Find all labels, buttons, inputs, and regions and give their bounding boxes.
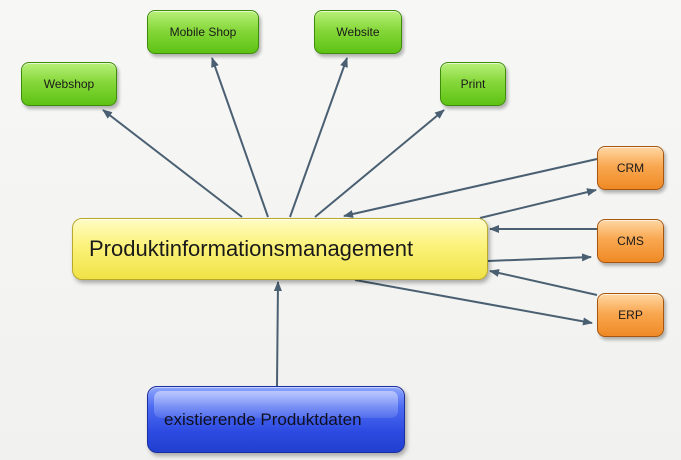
- arrow-hub-to-cms: [487, 253, 592, 262]
- node-center-label: Produktinformationsmanagement: [89, 236, 414, 261]
- node-mobile-shop[interactable]: Mobile Shop: [147, 10, 259, 54]
- node-print[interactable]: Print: [440, 62, 506, 106]
- node-print-label: Print: [460, 77, 486, 91]
- node-mobile-shop-label: Mobile Shop: [169, 25, 237, 39]
- arrow-hub-to-crm: [479, 188, 597, 219]
- arrow-hub-to-webshop: [102, 109, 243, 218]
- node-website[interactable]: Website: [314, 10, 402, 54]
- node-source-label: existierende Produktdaten: [164, 409, 362, 429]
- node-cms-label: CMS: [617, 234, 644, 248]
- arrow-crm-to-hub: [343, 158, 598, 218]
- node-erp-label: ERP: [618, 308, 643, 322]
- arrow-hub-to-print: [314, 109, 445, 218]
- arrow-hub-to-mobile-shop: [211, 57, 269, 218]
- node-website-label: Website: [336, 25, 380, 39]
- node-crm[interactable]: CRM: [597, 146, 664, 190]
- arrow-source-to-hub: [273, 281, 282, 387]
- arrow-erp-to-hub: [489, 269, 598, 296]
- node-erp[interactable]: ERP: [597, 293, 664, 337]
- arrow-hub-to-website: [289, 57, 348, 218]
- arrow-hub-to-erp: [354, 279, 593, 326]
- node-crm-label: CRM: [616, 161, 645, 175]
- node-webshop[interactable]: Webshop: [21, 62, 117, 106]
- node-produktinformationsmanagement[interactable]: Produktinformationsmanagement: [72, 218, 488, 280]
- node-cms[interactable]: CMS: [597, 219, 664, 263]
- node-existierende-produktdaten[interactable]: existierende Produktdaten: [147, 386, 405, 453]
- node-webshop-label: Webshop: [43, 77, 95, 91]
